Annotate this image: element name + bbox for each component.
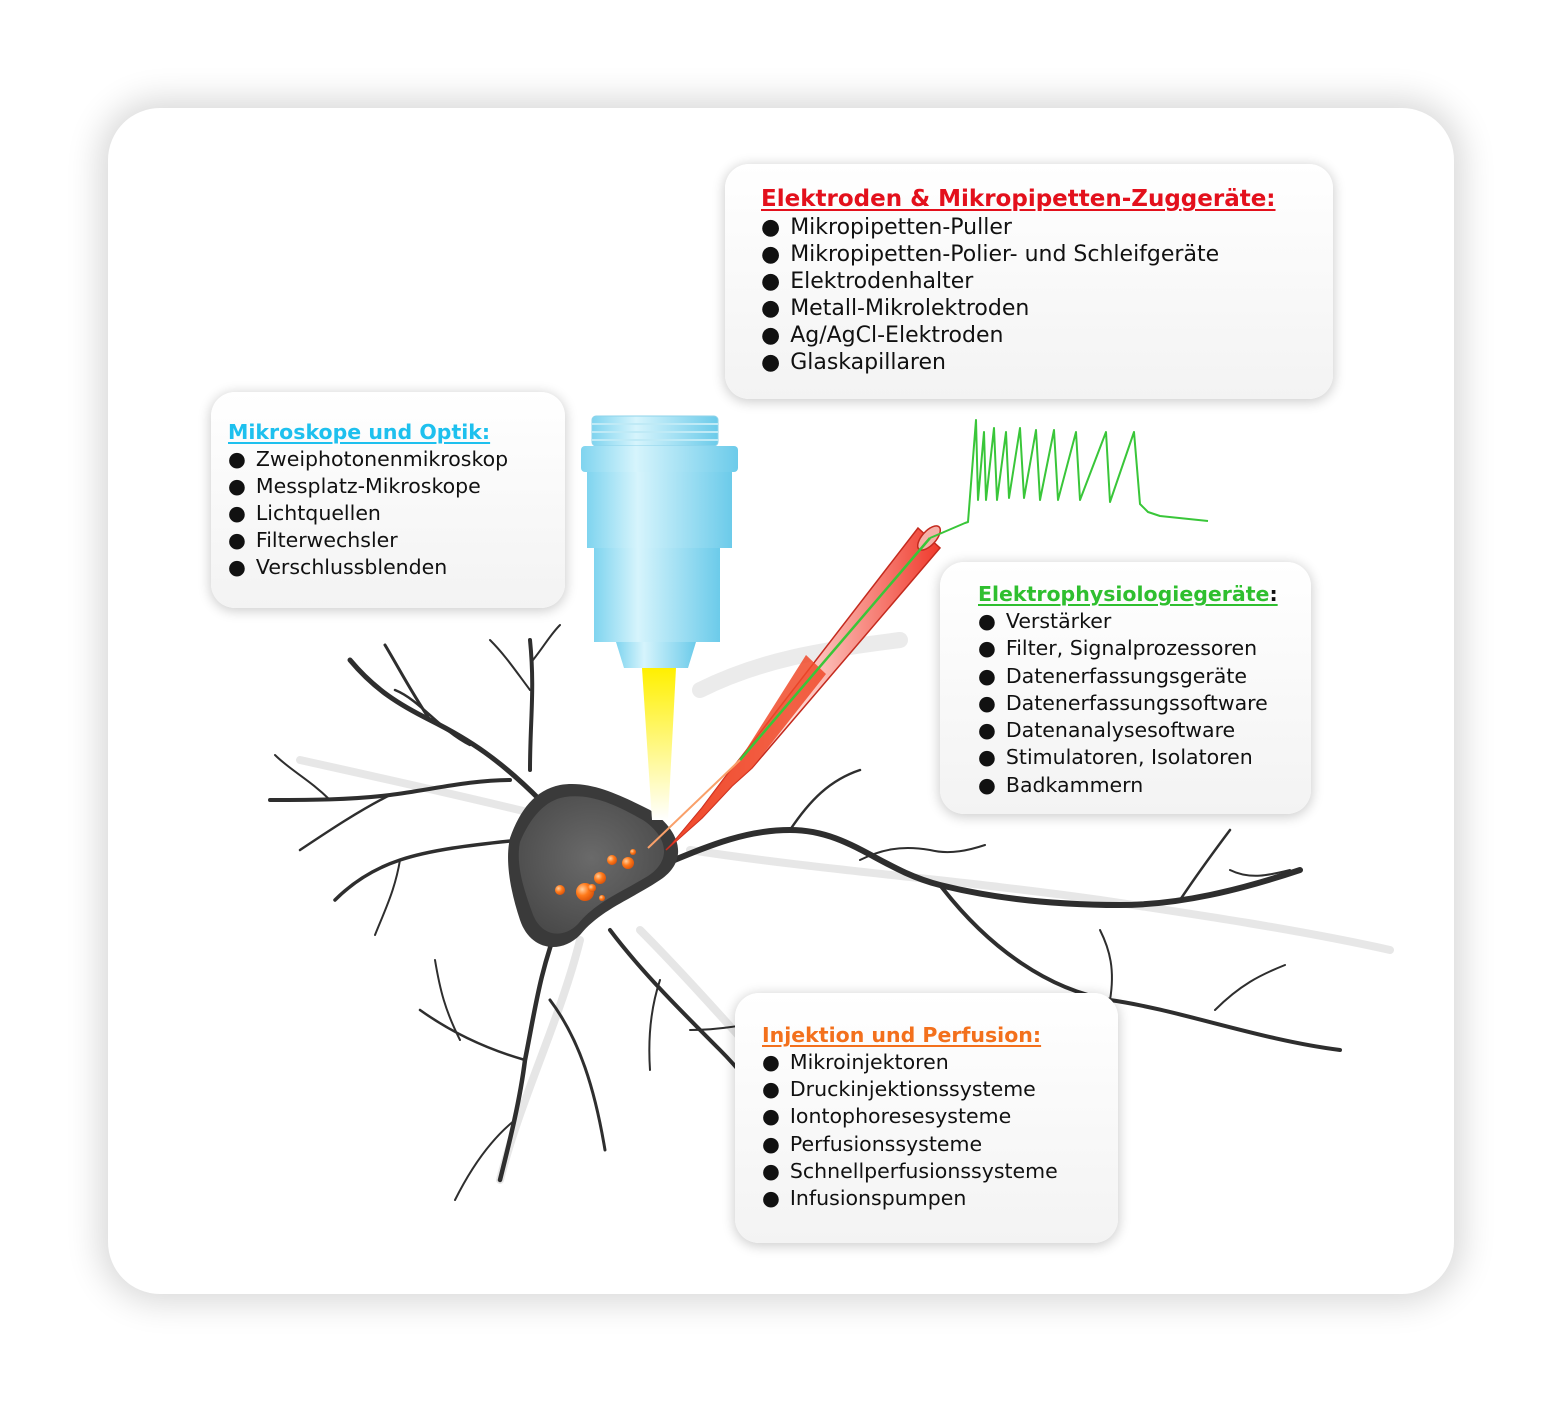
list-item: ● Mikropipetten-Polier- und Schleifgeräte xyxy=(761,241,1333,268)
bullet-icon: ● xyxy=(978,690,996,715)
neuron-soma xyxy=(508,784,679,947)
recording-trace xyxy=(929,419,1209,539)
electrodes-title: Elektroden & Mikropipetten-Zuggeräte: xyxy=(761,186,1276,212)
list-item-text: Datenerfassungssoftware xyxy=(1005,690,1268,715)
list-item: ● Zweiphotonenmikroskop xyxy=(228,446,565,473)
list-item-text: Infusionspumpen xyxy=(789,1186,967,1211)
micropipette xyxy=(647,525,942,851)
list-item: ● Datenerfassungssoftware xyxy=(978,690,1311,717)
list-item-text: Elektrodenhalter xyxy=(790,269,974,294)
bullet-icon: ● xyxy=(761,296,781,321)
bullet-icon: ● xyxy=(978,609,996,633)
injection-list: ●Mikroinjektoren●Druckinjektionssysteme●… xyxy=(762,1049,1118,1212)
bullet-icon: ● xyxy=(978,772,996,797)
electrodes-list: ● Mikropipetten-Puller ● Mikropipetten-Poli… xyxy=(761,214,1333,376)
injection-title: Injektion und Perfusion: xyxy=(762,1023,1042,1047)
list-item: ● Elektrodenhalter xyxy=(761,268,1333,295)
list-item-text: Verschlussblenden xyxy=(255,555,448,579)
list-item-text: Stimulatoren, Isolatoren xyxy=(1005,745,1253,770)
list-item: ● Iontophoresesysteme xyxy=(762,1103,1118,1130)
list-item-text: Druckinjektionssysteme xyxy=(789,1077,1036,1102)
bullet-icon: ● xyxy=(978,718,996,743)
bullet-icon: ● xyxy=(228,474,246,498)
microscopes-title: Mikroskope und Optik: xyxy=(228,420,491,444)
bullet-icon: ● xyxy=(761,323,781,348)
list-item-text: Datenanalysesoftware xyxy=(1005,718,1236,743)
list-item-text: Glaskapillaren xyxy=(790,350,946,375)
list-item: ● Glaskapillaren xyxy=(761,349,1333,376)
bullet-icon: ● xyxy=(228,447,246,471)
list-item: ● Verschlussblenden xyxy=(228,554,565,581)
bullet-icon: ● xyxy=(762,1131,780,1156)
ephys-title: Elektrophysiologiegeräte: xyxy=(978,582,1311,606)
list-item: ● Druckinjektionssysteme xyxy=(762,1076,1118,1103)
list-item-text: Ag/AgCl-Elektroden xyxy=(790,323,1004,348)
list-item: ● Badkammern xyxy=(978,772,1311,799)
bullet-icon: ● xyxy=(228,501,246,525)
bullet-icon: ● xyxy=(978,663,996,688)
list-item: ● Mikropipetten-Puller xyxy=(761,214,1333,241)
list-item: ● Stimulatoren, Isolatoren xyxy=(978,744,1311,771)
list-item: ● Filter, Signalprozessoren xyxy=(978,635,1311,662)
list-item: ● Datenanalysesoftware xyxy=(978,717,1311,744)
list-item: ● Mikroinjektoren xyxy=(762,1049,1118,1076)
list-item-text: Lichtquellen xyxy=(255,501,381,525)
microscopes-box: Mikroskope und Optik: ● Zweiphotonenmikro… xyxy=(211,392,565,608)
list-item-text: Schnellperfusionssysteme xyxy=(789,1158,1058,1183)
ephys-title-text: Elektrophysiologiegeräte xyxy=(978,582,1270,606)
electrodes-box: Elektroden & Mikropipetten-Zuggeräte: ● M… xyxy=(725,164,1333,399)
list-item: ● Messplatz-Mikroskope xyxy=(228,473,565,500)
objective-lens xyxy=(581,415,738,668)
bullet-icon: ● xyxy=(762,1186,780,1211)
bullet-icon: ● xyxy=(228,555,246,579)
list-item-text: Filterwechsler xyxy=(255,528,398,552)
light-beam xyxy=(642,668,676,820)
ephys-list: ● Verstärker ● Filter, Signalprozessoren ● Da… xyxy=(978,608,1311,799)
bullet-icon: ● xyxy=(978,636,996,661)
bullet-icon: ● xyxy=(228,528,246,552)
injection-box: Injektion und Perfusion: ● Mikroinjektore… xyxy=(735,993,1118,1243)
list-item: ● Lichtquellen xyxy=(228,500,565,527)
list-item-text: Mikropipetten-Puller xyxy=(790,215,1012,240)
list-item-text: Metall-Mikrolektroden xyxy=(790,296,1030,321)
list-item-text: Iontophoresesysteme xyxy=(789,1104,1012,1129)
bullet-icon: ● xyxy=(762,1077,780,1102)
dendrites xyxy=(268,624,1342,1201)
bullet-icon: ● xyxy=(761,269,781,294)
list-item-text: Badkammern xyxy=(1005,772,1144,797)
list-item-text: Perfusionssysteme xyxy=(789,1131,983,1156)
list-item: ● Perfusionssysteme xyxy=(762,1131,1118,1158)
list-item-text: Mikroinjektoren xyxy=(789,1050,949,1074)
ephys-box: Elektrophysiologiegeräte: ● Verstärker ● Fi… xyxy=(940,562,1311,814)
list-item-text: Mikropipetten-Polier- und Schleifgeräte xyxy=(790,242,1220,267)
list-item: ● Ag/AgCl-Elektroden xyxy=(761,322,1333,349)
list-item: ● Schnellperfusionssysteme xyxy=(762,1158,1118,1185)
list-item-text: Messplatz-Mikroskope xyxy=(255,474,481,498)
bullet-icon: ● xyxy=(762,1050,780,1074)
bullet-icon: ● xyxy=(978,745,996,770)
list-item: ● Verstärker xyxy=(978,608,1311,635)
list-item-text: Datenerfassungsgeräte xyxy=(1005,663,1248,688)
list-item: ● Datenerfassungsgeräte xyxy=(978,663,1311,690)
microscopes-list: ● Zweiphotonenmikroskop ● Messplatz-Mikrosk… xyxy=(228,446,565,581)
ephys-title-colon: : xyxy=(1269,582,1278,606)
bullet-icon: ● xyxy=(761,350,781,375)
list-item: ● Metall-Mikrolektroden xyxy=(761,295,1333,322)
bullet-icon: ● xyxy=(761,215,781,240)
list-item-text: Filter, Signalprozessoren xyxy=(1005,636,1258,661)
vesicles xyxy=(555,849,636,901)
list-item: ● Infusionspumpen xyxy=(762,1185,1118,1212)
bullet-icon: ● xyxy=(761,242,781,267)
list-item-text: Zweiphotonenmikroskop xyxy=(255,447,509,471)
list-item: ● Filterwechsler xyxy=(228,527,565,554)
bullet-icon: ● xyxy=(762,1158,780,1183)
list-item-text: Verstärker xyxy=(1005,609,1112,633)
bullet-icon: ● xyxy=(762,1104,780,1129)
